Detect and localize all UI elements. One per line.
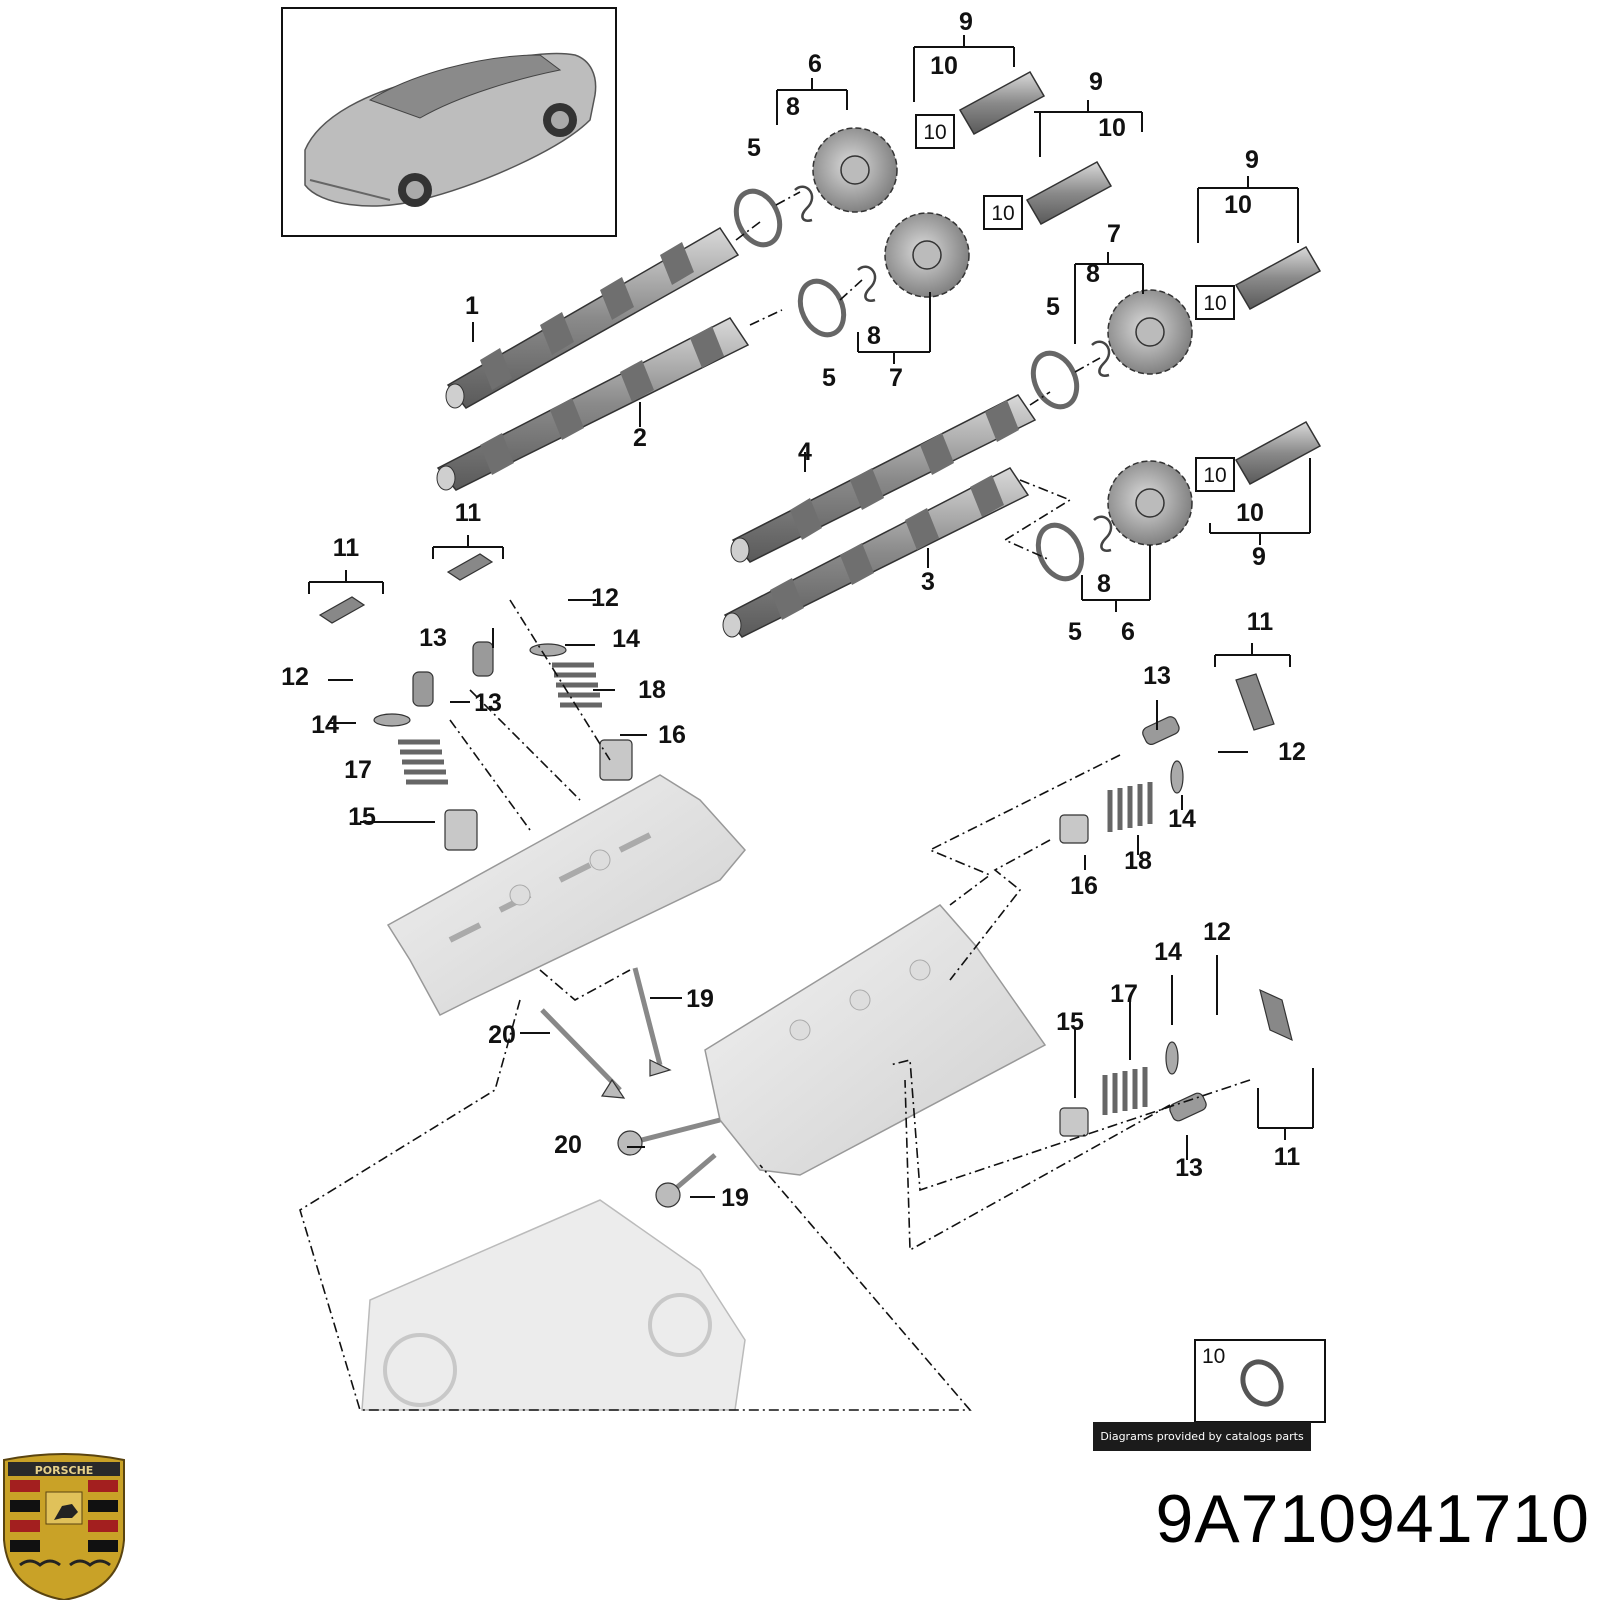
callout-20b: 20 xyxy=(554,1131,582,1159)
cylinder-head-upper xyxy=(386,774,746,1016)
camshaft-adjusters xyxy=(812,127,1193,546)
callout-14b: 14 xyxy=(311,711,339,739)
callout-8c: 8 xyxy=(1086,260,1100,288)
callout-12a: 12 xyxy=(591,584,619,612)
part-number: 9A710941710 xyxy=(1155,1481,1590,1557)
valve-train-right xyxy=(617,673,1293,1208)
oring-inset-label: 10 xyxy=(1202,1345,1225,1368)
callout-17a: 17 xyxy=(344,756,372,784)
callout-11b: 11 xyxy=(455,499,482,527)
callout-18b: 18 xyxy=(1124,847,1152,875)
leader-lines xyxy=(308,35,1314,1198)
callout-10d: 10 xyxy=(1236,499,1264,527)
boxed-10-a: 10 xyxy=(923,121,946,144)
car-illustration xyxy=(304,52,597,207)
callout-6b: 6 xyxy=(1121,618,1135,646)
boxed-10-b: 10 xyxy=(991,202,1014,225)
callout-14c: 14 xyxy=(1168,805,1196,833)
boxed-callouts: 10 10 10 10 xyxy=(915,114,1235,492)
callout-15a: 15 xyxy=(348,803,376,831)
camshaft-1 xyxy=(445,226,740,409)
oring-icon xyxy=(1240,1359,1284,1407)
callout-19b: 19 xyxy=(721,1184,749,1212)
callout-labels: 1 2 3 4 5 5 5 5 6 6 7 7 8 8 8 8 9 9 9 9 … xyxy=(281,8,1306,1212)
callout-13a: 13 xyxy=(419,624,447,652)
boxed-10-d: 10 xyxy=(1203,464,1226,487)
callout-13d: 13 xyxy=(1175,1154,1203,1182)
callout-2: 2 xyxy=(633,424,647,452)
dash-dot-assembly-lines xyxy=(299,191,1251,1411)
porsche-crest-icon: PORSCHE xyxy=(3,1453,125,1600)
callout-5c: 5 xyxy=(1046,293,1060,321)
callout-8b: 8 xyxy=(867,322,881,350)
callout-15b: 15 xyxy=(1056,1008,1084,1036)
callout-5a: 5 xyxy=(747,134,761,162)
callout-19a: 19 xyxy=(686,985,714,1013)
callout-13c: 13 xyxy=(1143,662,1171,690)
callout-9a: 9 xyxy=(959,8,973,36)
callout-17b: 17 xyxy=(1110,980,1138,1008)
diagram-credit: Diagrams provided by catalogs parts xyxy=(1093,1422,1311,1451)
vehicle-inset xyxy=(281,7,617,237)
callout-6a: 6 xyxy=(808,50,822,78)
callout-12c: 12 xyxy=(1278,738,1306,766)
callout-16a: 16 xyxy=(658,721,686,749)
callout-7a: 7 xyxy=(889,364,903,392)
callout-12b: 12 xyxy=(281,663,309,691)
callout-14a: 14 xyxy=(612,625,640,653)
callout-11a: 11 xyxy=(333,534,360,562)
callout-4: 4 xyxy=(798,438,812,466)
callout-3: 3 xyxy=(921,568,935,596)
callout-7b: 7 xyxy=(1107,220,1121,248)
camshaft-2 xyxy=(436,317,750,491)
seal-rings xyxy=(733,188,1085,582)
retaining-clips xyxy=(794,185,1113,552)
callout-11c: 11 xyxy=(1247,608,1274,636)
callout-20a: 20 xyxy=(488,1021,516,1049)
callout-10b: 10 xyxy=(1098,114,1126,142)
callout-9d: 9 xyxy=(1252,543,1266,571)
callout-5b: 5 xyxy=(822,364,836,392)
callout-8d: 8 xyxy=(1097,570,1111,598)
central-valves xyxy=(958,70,1322,486)
callout-9b: 9 xyxy=(1089,68,1103,96)
callout-10c: 10 xyxy=(1224,191,1252,219)
callout-8a: 8 xyxy=(786,93,800,121)
callout-10a: 10 xyxy=(930,52,958,80)
callout-1: 1 xyxy=(465,292,479,320)
cylinder-head-lower xyxy=(704,904,1047,1176)
callout-5d: 5 xyxy=(1068,618,1082,646)
callout-12d: 12 xyxy=(1203,918,1231,946)
callout-14d: 14 xyxy=(1154,938,1182,966)
engine-block xyxy=(361,1199,746,1411)
oring-detail-inset: 10 xyxy=(1194,1339,1326,1423)
callout-9c: 9 xyxy=(1245,146,1259,174)
callout-13b: 13 xyxy=(474,689,502,717)
svg-text:PORSCHE: PORSCHE xyxy=(35,1464,94,1477)
camshaft-4 xyxy=(730,394,1037,563)
callout-16b: 16 xyxy=(1070,872,1098,900)
callout-11d: 11 xyxy=(1274,1143,1301,1171)
camshaft-3 xyxy=(722,467,1030,638)
boxed-10-c: 10 xyxy=(1203,292,1226,315)
callout-18a: 18 xyxy=(638,676,666,704)
